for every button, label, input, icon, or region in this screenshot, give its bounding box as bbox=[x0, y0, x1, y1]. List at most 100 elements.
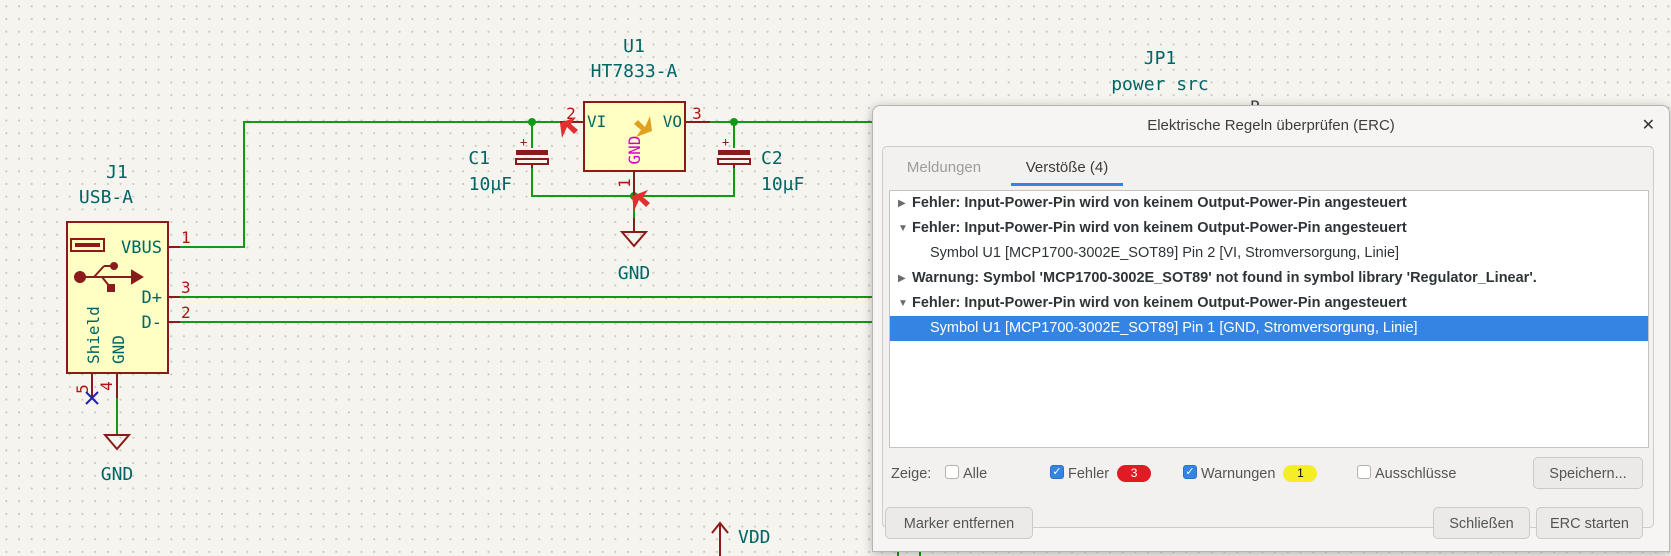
j1-pin1-num: 1 bbox=[181, 228, 191, 247]
violation-row[interactable]: ▼ Fehler: Input-Power-Pin wird von keine… bbox=[890, 216, 1648, 241]
gnd-label: GND bbox=[101, 464, 134, 485]
c1-plate-bottom bbox=[515, 158, 549, 165]
tabs-panel: Meldungen Verstöße (4) ▶ Fehler: Input-P… bbox=[882, 146, 1654, 528]
jp1-ref: JP1 bbox=[1144, 48, 1177, 69]
symbol-u1[interactable]: U1 HT7833-A VI VO GND 2 3 1 bbox=[560, 36, 710, 196]
erc-marker-icon bbox=[634, 116, 652, 137]
jp1-value: power src bbox=[1111, 74, 1209, 95]
vdd-symbol[interactable]: VDD bbox=[711, 521, 771, 556]
j1-pin-shield-label: Shield bbox=[84, 306, 103, 364]
c1-ref: C1 bbox=[468, 148, 490, 169]
gnd-triangle-icon bbox=[102, 434, 132, 451]
c2-ref: C2 bbox=[761, 148, 783, 169]
dialog-title: Elektrische Regeln überprüfen (ERC) bbox=[1147, 117, 1395, 134]
violations-tree[interactable]: ▶ Fehler: Input-Power-Pin wird von keine… bbox=[889, 190, 1649, 448]
symbol-c2[interactable]: + C2 10µF bbox=[717, 135, 804, 195]
vdd-arrow-icon bbox=[711, 521, 729, 534]
violation-text: Fehler: Input-Power-Pin wird von keinem … bbox=[912, 195, 1407, 211]
filter-all[interactable]: Alle bbox=[945, 463, 987, 485]
violation-text: Warnung: Symbol 'MCP1700-3002E_SOT89' no… bbox=[912, 270, 1537, 286]
remove-markers-button[interactable]: Marker entfernen bbox=[885, 507, 1033, 539]
violation-row[interactable]: ▶ Fehler: Input-Power-Pin wird von keine… bbox=[890, 191, 1648, 216]
checkbox-warnings[interactable]: ✓ bbox=[1183, 465, 1197, 480]
checkbox-all[interactable] bbox=[945, 465, 959, 480]
gnd-symbol-j1[interactable]: GND bbox=[101, 398, 134, 485]
violation-text: Fehler: Input-Power-Pin wird von keinem … bbox=[912, 295, 1407, 311]
filter-exclusions-label: Ausschlüsse bbox=[1375, 466, 1457, 482]
u1-pin3-num: 3 bbox=[692, 104, 702, 123]
gnd-triangle-icon bbox=[619, 231, 649, 248]
c1-plate-top bbox=[516, 150, 548, 155]
gnd-symbol-u1[interactable]: GND bbox=[618, 218, 651, 284]
chevron-right-icon[interactable]: ▶ bbox=[898, 198, 906, 209]
u1-ref: U1 bbox=[623, 36, 645, 57]
close-button[interactable]: Schließen bbox=[1433, 507, 1530, 539]
no-connect-icon[interactable] bbox=[85, 391, 99, 405]
j1-body bbox=[66, 221, 169, 374]
tab-meldungen[interactable]: Meldungen bbox=[906, 159, 982, 176]
usb-logo-icon bbox=[74, 262, 144, 292]
junction-dot bbox=[528, 118, 536, 126]
c2-plate-bottom bbox=[717, 158, 751, 165]
c2-plus-mark: + bbox=[722, 135, 729, 149]
filter-all-label: Alle bbox=[963, 466, 988, 482]
errors-count-badge: 3 bbox=[1117, 464, 1152, 482]
vdd-label: VDD bbox=[738, 527, 771, 548]
erc-marker-icon bbox=[560, 117, 578, 138]
filter-warnings[interactable]: ✓ Warnungen 1 bbox=[1183, 463, 1318, 485]
violation-item-text: Symbol U1 [MCP1700-3002E_SOT89] Pin 1 [G… bbox=[930, 320, 1418, 336]
j1-pin2-num: 2 bbox=[181, 303, 191, 322]
u1-value: HT7833-A bbox=[591, 61, 678, 82]
j1-pin-vbus-label: VBUS bbox=[121, 238, 162, 258]
j1-pin-dminus-label: D- bbox=[142, 313, 162, 333]
violation-item-row-selected[interactable]: Symbol U1 [MCP1700-3002E_SOT89] Pin 1 [G… bbox=[890, 316, 1648, 341]
save-button[interactable]: Speichern... bbox=[1533, 457, 1643, 489]
usb-connector-icon bbox=[70, 238, 105, 252]
chevron-right-icon[interactable]: ▶ bbox=[898, 273, 906, 284]
tab-verstoesse[interactable]: Verstöße (4) bbox=[1011, 153, 1123, 186]
u1-pin-vo-label: VO bbox=[663, 112, 682, 131]
run-erc-button[interactable]: ERC starten bbox=[1536, 507, 1643, 539]
chevron-down-icon[interactable]: ▼ bbox=[898, 223, 908, 234]
violation-item-row[interactable]: Symbol U1 [MCP1700-3002E_SOT89] Pin 2 [V… bbox=[890, 241, 1648, 266]
checkbox-exclusions[interactable] bbox=[1357, 465, 1371, 480]
chevron-down-icon[interactable]: ▼ bbox=[898, 298, 908, 309]
violation-row[interactable]: ▶ Warnung: Symbol 'MCP1700-3002E_SOT89' … bbox=[890, 266, 1648, 291]
wires bbox=[180, 121, 921, 556]
j1-value: USB-A bbox=[79, 187, 133, 208]
c1-value: 10µF bbox=[469, 174, 512, 195]
u1-pin2-num: 2 bbox=[566, 104, 576, 123]
erc-dialog: Elektrische Regeln überprüfen (ERC) ✕ Me… bbox=[872, 105, 1670, 552]
u1-body bbox=[583, 101, 686, 172]
close-icon[interactable]: ✕ bbox=[1641, 117, 1655, 134]
junction-dot bbox=[730, 118, 738, 126]
j1-ref: J1 bbox=[106, 162, 128, 183]
j1-pin-dplus-label: D+ bbox=[142, 288, 162, 308]
filter-label: Zeige: bbox=[891, 466, 932, 482]
c2-value: 10µF bbox=[761, 174, 804, 195]
c2-plate-top bbox=[718, 150, 750, 155]
violation-row[interactable]: ▼ Fehler: Input-Power-Pin wird von keine… bbox=[890, 291, 1648, 316]
erc-marker-icon bbox=[632, 190, 650, 211]
j1-pin5-num: 5 bbox=[73, 384, 92, 394]
c1-plus-mark: + bbox=[520, 135, 527, 149]
filter-warnings-label: Warnungen bbox=[1201, 466, 1276, 482]
gnd-label: GND bbox=[618, 263, 651, 284]
violation-item-text: Symbol U1 [MCP1700-3002E_SOT89] Pin 2 [V… bbox=[930, 245, 1400, 261]
filter-errors-label: Fehler bbox=[1068, 466, 1110, 482]
usb-connector-inner bbox=[75, 243, 100, 247]
checkbox-errors[interactable]: ✓ bbox=[1050, 465, 1064, 480]
u1-pin1-num: 1 bbox=[615, 178, 634, 188]
symbol-c1[interactable]: + C1 10µF bbox=[468, 135, 549, 195]
erc-markers[interactable] bbox=[560, 116, 652, 211]
violation-text: Fehler: Input-Power-Pin wird von keinem … bbox=[912, 220, 1407, 236]
wire-vbus[interactable] bbox=[180, 121, 582, 248]
j1-pin3-num: 3 bbox=[181, 278, 191, 297]
filter-errors[interactable]: ✓ Fehler 3 bbox=[1050, 463, 1152, 485]
u1-pin-gnd-label: GND bbox=[625, 136, 644, 165]
filter-exclusions[interactable]: Ausschlüsse bbox=[1357, 463, 1456, 485]
warnings-count-badge: 1 bbox=[1283, 464, 1318, 482]
symbol-j1[interactable]: J1 USB-A VBUS D+ D- Shield GND 1 3 2 5 4 bbox=[66, 162, 191, 398]
u1-pin-vi-label: VI bbox=[587, 112, 606, 131]
